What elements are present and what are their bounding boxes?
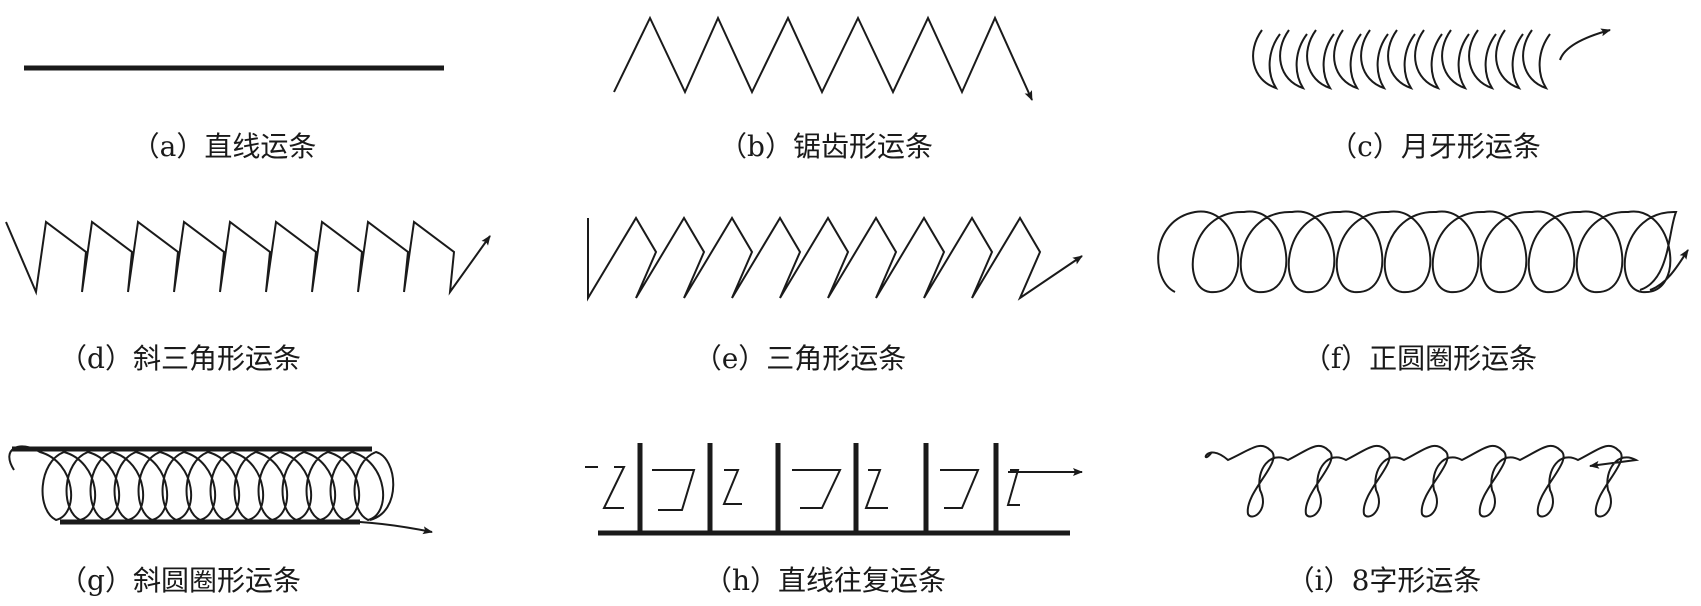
caption-i: （i）8字形运条 (1287, 564, 1482, 597)
pattern-h-reciprocating (585, 443, 1083, 536)
caption-c: （c）月牙形运条 (1329, 130, 1541, 163)
pattern-i-figure-eight (1204, 444, 1640, 518)
pattern-g-oblique-circles (8, 445, 433, 535)
pattern-b-zigzag (613, 15, 1033, 101)
caption-b: （b）锯齿形运条 (719, 130, 933, 163)
pattern-e-triangle (587, 216, 1083, 302)
pattern-c-crescent (1252, 28, 1611, 90)
pattern-f-circles (1157, 210, 1688, 294)
caption-g: （g）斜圆圈形运条 (59, 564, 301, 597)
caption-e: （e）三角形运条 (694, 342, 907, 375)
caption-d: （d）斜三角形运条 (59, 342, 301, 375)
pattern-d-oblique-triangle (5, 220, 491, 296)
caption-a: （a）直线运条 (132, 130, 317, 163)
caption-h: （h）直线往复运条 (704, 564, 946, 597)
caption-f: （f）正圆圈形运条 (1303, 342, 1537, 375)
